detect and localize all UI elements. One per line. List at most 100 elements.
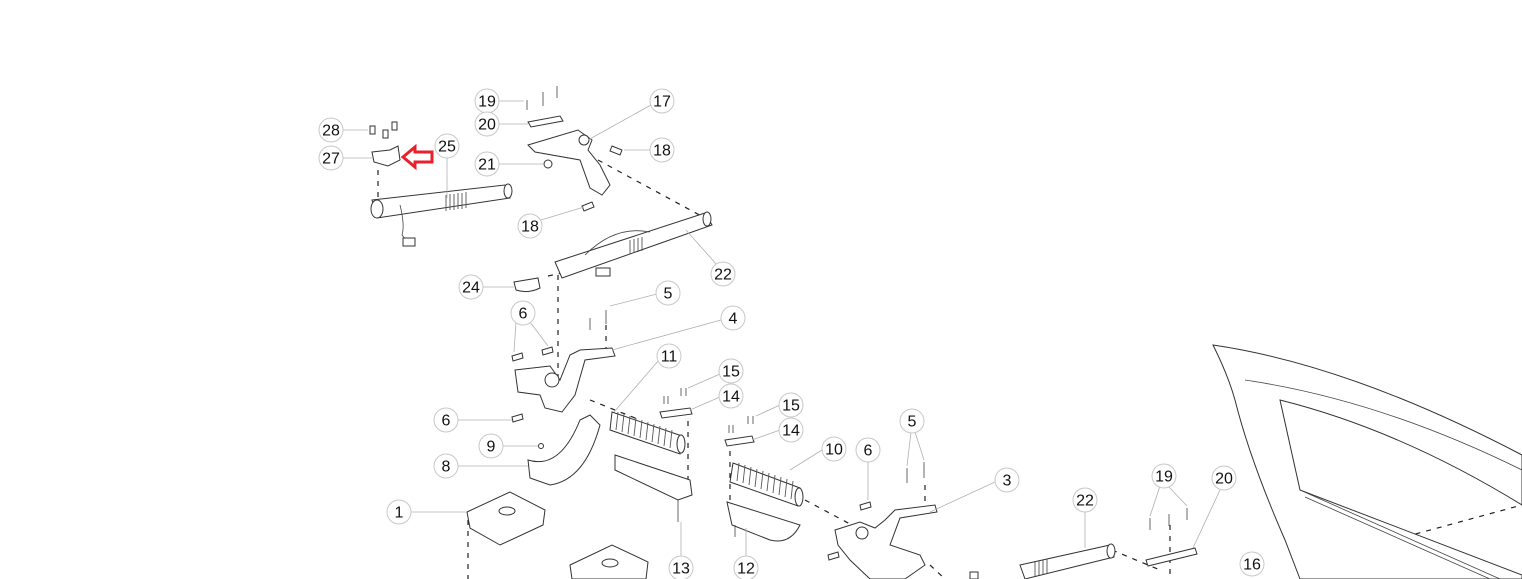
callout-13: 13	[668, 555, 694, 579]
callout-14: 14	[718, 383, 744, 409]
callout-label: 15	[782, 398, 800, 415]
callout-5: 5	[899, 408, 925, 434]
part-10-spring	[729, 462, 804, 507]
part-4-upper-hinge	[511, 310, 616, 423]
callout-circle	[649, 88, 675, 114]
callout-circle	[478, 433, 504, 459]
callout-circle	[474, 111, 500, 137]
callout-label: 19	[1155, 469, 1173, 486]
callout-28: 28	[318, 117, 344, 143]
callout-19: 19	[474, 88, 500, 114]
callout-1: 1	[386, 499, 412, 525]
callout-label: 5	[908, 414, 917, 431]
part-11-spring	[609, 411, 686, 455]
callout-20: 20	[474, 111, 500, 137]
callout-12: 12	[733, 555, 759, 579]
callout-label: 8	[442, 459, 451, 476]
callout-label: 24	[462, 280, 480, 297]
callout-18: 18	[517, 213, 543, 239]
callout-label: 4	[729, 311, 738, 328]
callout-label: 10	[825, 442, 843, 459]
callout-24: 24	[458, 274, 484, 300]
callout-label: 22	[1076, 493, 1094, 510]
callout-circle	[994, 467, 1020, 493]
callout-circle	[668, 555, 694, 579]
callout-circle	[718, 358, 744, 384]
callout-4: 4	[720, 305, 746, 331]
callout-circle	[720, 305, 746, 331]
callout-label: 13	[672, 561, 690, 578]
callout-17: 17	[649, 88, 675, 114]
callout-circle	[1151, 463, 1177, 489]
part-25-gas-strut	[370, 183, 513, 247]
callout-label: 3	[1003, 473, 1012, 490]
callout-label: 12	[737, 561, 755, 578]
callout-label: 16	[1243, 557, 1261, 574]
callout-label: 6	[442, 413, 451, 430]
callout-label: 25	[438, 139, 456, 156]
callout-label: 21	[478, 157, 496, 174]
callout-3: 3	[994, 467, 1020, 493]
part-17-hinge-bracket	[526, 86, 623, 212]
callout-6: 6	[433, 407, 459, 433]
callout-label: 1	[395, 505, 404, 522]
callout-6: 6	[510, 300, 536, 326]
callout-10: 10	[821, 436, 847, 462]
callout-circle	[433, 407, 459, 433]
callout-circle	[434, 133, 460, 159]
callout-label: 18	[653, 143, 671, 160]
callout-circle	[710, 261, 736, 287]
callout-21: 21	[474, 151, 500, 177]
part-13-holder	[614, 454, 693, 522]
part-24-cap	[513, 277, 541, 293]
part-27-bracket	[369, 121, 401, 167]
callout-circle	[899, 408, 925, 434]
callout-11: 11	[656, 343, 682, 369]
part-14-15-clips	[659, 388, 755, 447]
part-12-holder	[726, 501, 801, 542]
callout-20: 20	[1211, 465, 1237, 491]
part-8-cover	[527, 414, 601, 486]
callout-circle	[1239, 551, 1265, 577]
callout-label: 18	[521, 219, 539, 236]
callout-15: 15	[778, 392, 804, 418]
leader-lines	[343, 100, 1221, 556]
callout-circle	[855, 437, 881, 463]
callout-circle	[386, 499, 412, 525]
part-16-door-frame	[1212, 344, 1522, 579]
callout-circle	[649, 137, 675, 163]
callout-25: 25	[434, 133, 460, 159]
part-19-20-lower	[1145, 508, 1198, 567]
callout-circle	[718, 383, 744, 409]
highlight-arrow-icon	[400, 143, 434, 171]
callout-8: 8	[433, 453, 459, 479]
callout-circle	[433, 453, 459, 479]
callout-circle	[1072, 487, 1098, 513]
callout-label: 22	[714, 267, 732, 284]
callout-label: 6	[864, 443, 873, 460]
callout-circle	[655, 280, 681, 306]
callout-label: 14	[722, 389, 740, 406]
callout-label: 14	[782, 423, 800, 440]
callout-22: 22	[1072, 487, 1098, 513]
part-22-lower-gas-strut	[969, 543, 1116, 579]
callout-6: 6	[855, 437, 881, 463]
callout-circle	[510, 300, 536, 326]
callout-16: 16	[1239, 551, 1265, 577]
callout-label: 5	[664, 286, 673, 303]
callout-22: 22	[710, 261, 736, 287]
callout-circle	[821, 436, 847, 462]
callout-14: 14	[778, 417, 804, 443]
callout-label: 20	[1215, 471, 1233, 488]
callout-circle	[318, 145, 344, 171]
callout-5: 5	[655, 280, 681, 306]
callout-label: 9	[487, 439, 496, 456]
callout-15: 15	[718, 358, 744, 384]
callout-circle	[517, 213, 543, 239]
part-22-upper-gas-strut	[554, 211, 713, 279]
callout-circle	[1211, 465, 1237, 491]
part-1-module	[466, 491, 649, 579]
callout-circle	[778, 417, 804, 443]
callout-19: 19	[1151, 463, 1177, 489]
